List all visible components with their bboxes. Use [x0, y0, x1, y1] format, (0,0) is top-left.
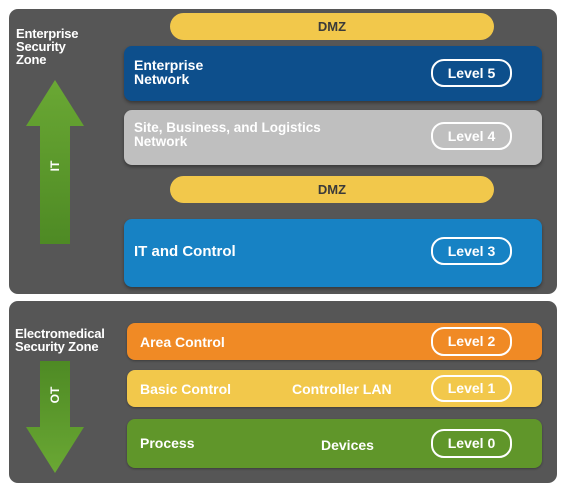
dmz-middle-bar: DMZ: [170, 176, 494, 203]
level0-devices-label: Devices: [321, 437, 374, 453]
level0-process-bar: Process Devices Level 0: [127, 419, 542, 468]
level4-name: Site, Business, and Logistics Network: [134, 120, 321, 149]
level2-badge: Level 2: [431, 327, 512, 356]
it-up-arrow-icon: [26, 80, 84, 244]
level5-name: Enterprise Network: [134, 57, 204, 87]
dmz-top-bar: DMZ: [170, 13, 494, 40]
level0-badge: Level 0: [431, 429, 512, 458]
level5-badge: Level 5: [431, 59, 512, 87]
level0-name: Process: [140, 435, 195, 451]
level1-basic-control-bar: Basic Control Controller LAN Level 1: [127, 370, 542, 407]
level3-it-control-bar: IT and Control Level 3: [124, 219, 542, 287]
level2-area-control-bar: Area Control Level 2: [127, 323, 542, 360]
level3-name: IT and Control: [134, 243, 236, 260]
ot-down-arrow-icon: [26, 361, 84, 473]
level2-name: Area Control: [140, 334, 225, 350]
level1-badge: Level 1: [431, 375, 512, 402]
it-arrow-label: IT: [48, 160, 62, 172]
level4-site-business-bar: Site, Business, and Logistics Network Le…: [124, 110, 542, 165]
level1-controller-lan-label: Controller LAN: [292, 381, 392, 397]
enterprise-zone-title: Enterprise Security Zone: [16, 26, 79, 67]
level1-name: Basic Control: [140, 381, 232, 397]
level5-enterprise-network-bar: Enterprise Network Level 5: [124, 46, 542, 101]
ot-arrow-label: OT: [48, 386, 62, 404]
electromedical-zone-title: Electromedical Security Zone: [15, 326, 105, 354]
level3-badge: Level 3: [431, 237, 512, 265]
level4-badge: Level 4: [431, 122, 512, 150]
